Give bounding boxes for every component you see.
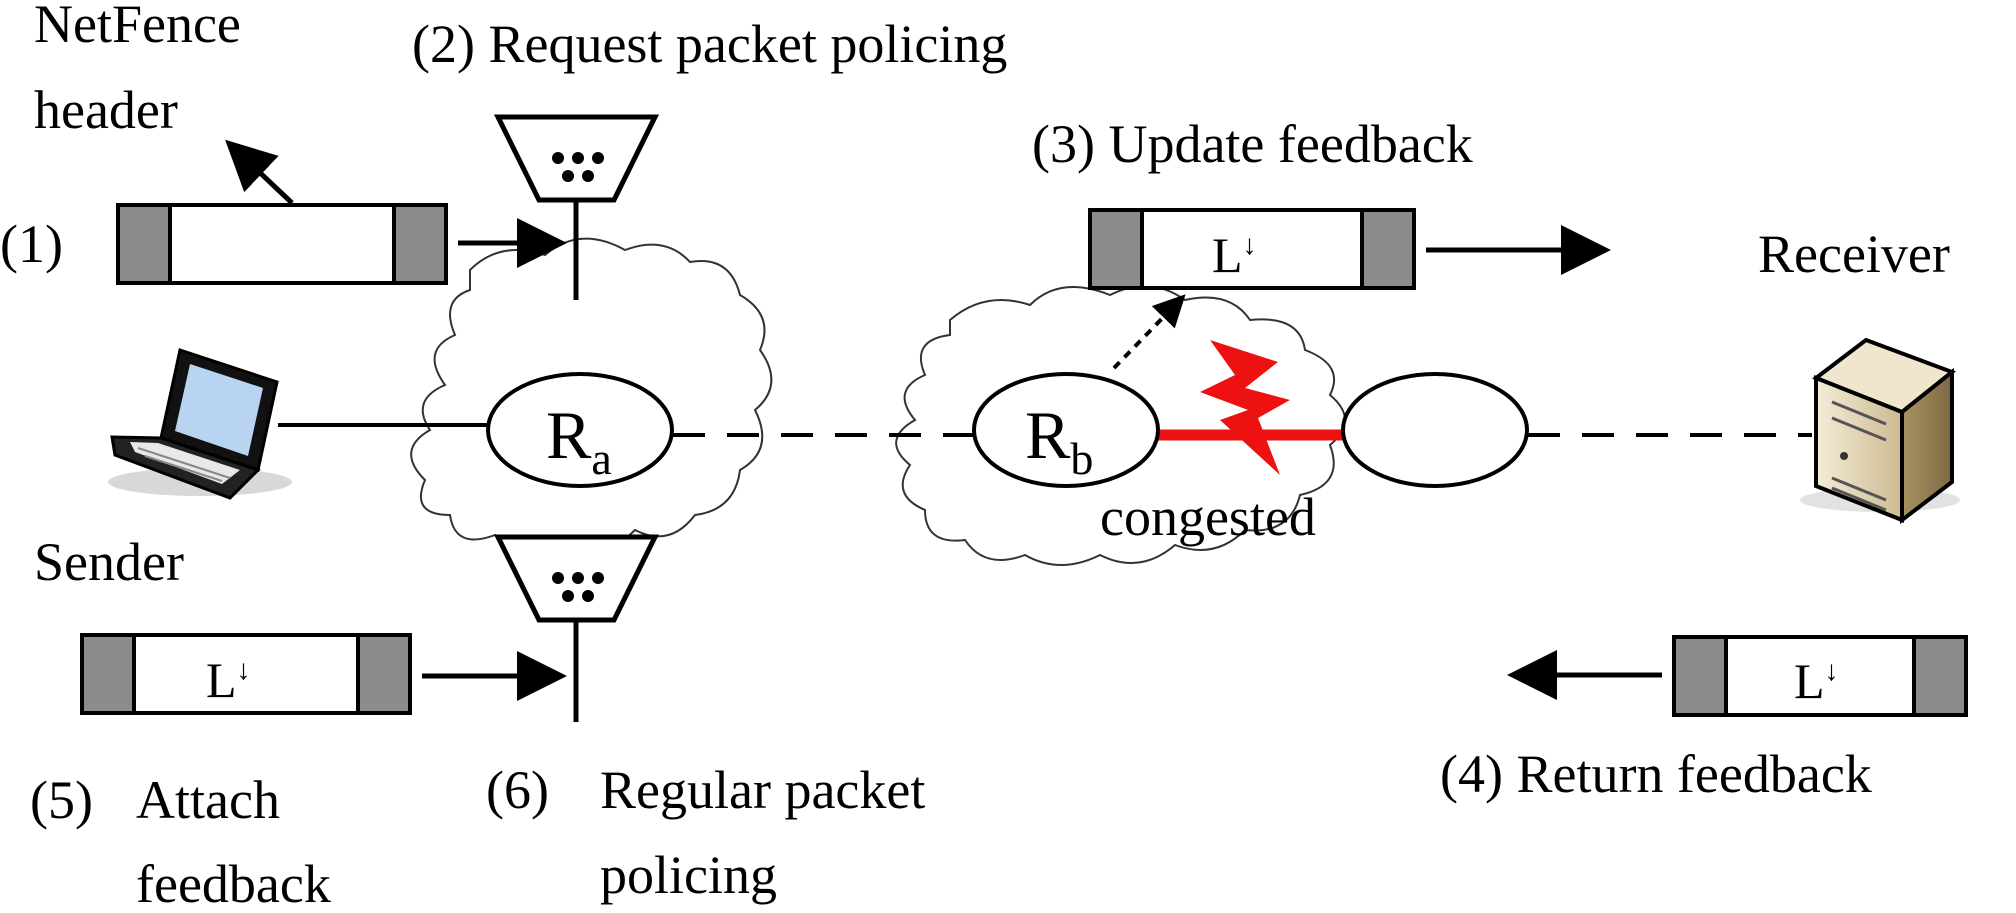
feedback-arrow-4: ↓ xyxy=(1825,656,1839,687)
router-rb-letter: R xyxy=(1025,397,1071,473)
router-downstream xyxy=(1341,372,1529,488)
feedback-arrow-3: ↓ xyxy=(1243,230,1257,261)
netfence-header-label-2: header xyxy=(34,80,178,140)
step3-label: (3) Update feedback xyxy=(1032,114,1473,174)
router-ra: Ra xyxy=(486,372,674,488)
sender-laptop-icon xyxy=(108,348,292,500)
svg-text:Ra: Ra xyxy=(546,397,612,484)
request-policer-icon xyxy=(493,114,660,300)
router-ra-sub: a xyxy=(591,433,611,484)
netfence-header-label-1: NetFence xyxy=(34,0,241,54)
router-rb-sub: b xyxy=(1070,433,1093,484)
update-feedback-arrow xyxy=(1112,294,1186,370)
netfence-header-pointer xyxy=(225,139,294,205)
receiver-server-icon xyxy=(1800,337,1960,525)
feedback-letter-3: L xyxy=(1212,227,1243,283)
packet-step1 xyxy=(116,203,448,285)
router-ra-letter: R xyxy=(546,397,592,473)
feedback-arrow-5: ↓ xyxy=(237,655,251,686)
step6-number: (6) xyxy=(486,760,549,820)
congestion-lightning-icon xyxy=(1200,340,1290,475)
step5-label-1: Attach xyxy=(136,770,280,830)
feedback-letter-5: L xyxy=(206,652,237,708)
packet-step4: L↓ xyxy=(1672,635,1968,717)
feedback-letter-4: L xyxy=(1794,653,1825,709)
packet-step5: L↓ xyxy=(80,633,412,715)
receiver-label: Receiver xyxy=(1758,224,1950,284)
congested-label: congested xyxy=(1100,487,1316,547)
sender-label: Sender xyxy=(34,532,184,592)
router-rb: Rb xyxy=(972,372,1160,488)
packet-step3: L↓ xyxy=(1088,208,1416,290)
step1-label: (1) xyxy=(0,214,63,274)
svg-text:L↓: L↓ xyxy=(206,652,251,708)
step5-number: (5) xyxy=(30,770,93,830)
step2-label: (2) Request packet policing xyxy=(412,14,1007,74)
step6-label-2: policing xyxy=(600,845,777,905)
step4-label: (4) Return feedback xyxy=(1440,744,1872,804)
step5-label-2: feedback xyxy=(136,854,331,913)
step6-label-1: Regular packet xyxy=(600,760,925,820)
svg-text:L↓: L↓ xyxy=(1794,653,1839,709)
svg-text:Rb: Rb xyxy=(1025,397,1093,484)
regular-policer-icon xyxy=(493,534,660,722)
svg-text:L↓: L↓ xyxy=(1212,227,1257,283)
